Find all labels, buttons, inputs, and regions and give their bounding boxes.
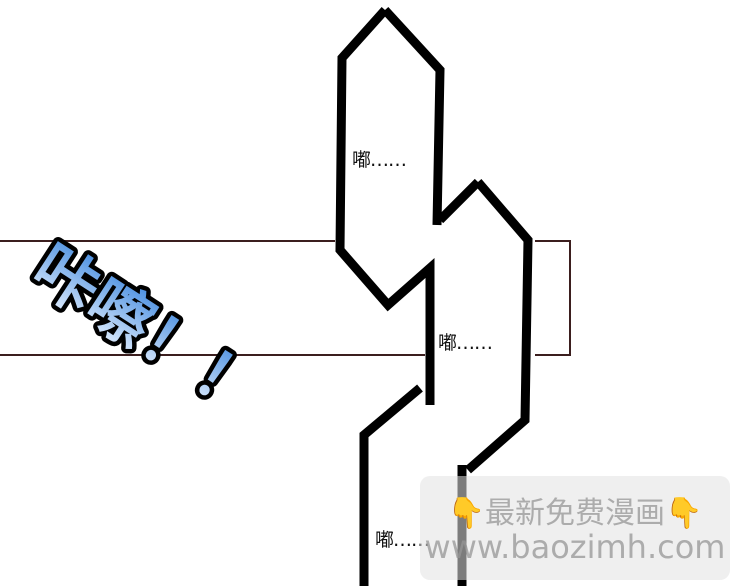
watermark-line2: www.baozimh.com bbox=[424, 528, 726, 566]
pointing-down-hand-icon: 👇 bbox=[447, 496, 485, 531]
pointing-down-hand-icon: 👇 bbox=[665, 496, 703, 531]
sfx-kacha: 咔嚓！！ bbox=[19, 231, 274, 432]
dialogue-dudu-1: 嘟…… bbox=[352, 145, 407, 172]
dialogue-dudu-2: 嘟…… bbox=[438, 328, 493, 355]
panel-border bbox=[0, 240, 571, 356]
watermark: 👇最新免费漫画👇 www.baozimh.com bbox=[420, 476, 730, 580]
watermark-line1: 最新免费漫画 bbox=[485, 496, 665, 531]
